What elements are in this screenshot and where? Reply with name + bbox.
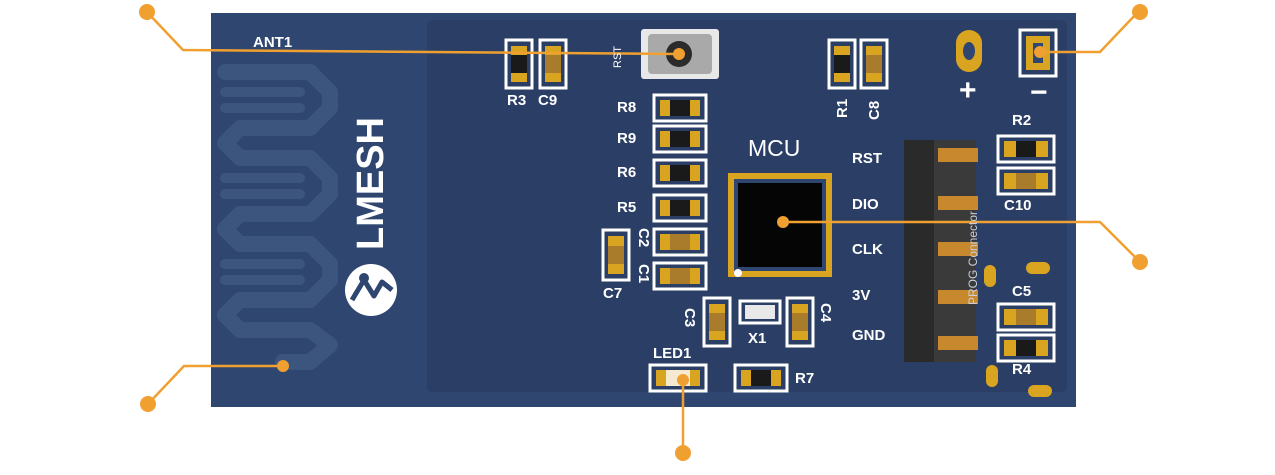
component-r5	[652, 193, 708, 223]
label-r7: R7	[795, 370, 815, 387]
component-c7	[601, 228, 631, 282]
lmesh-logo-icon	[345, 264, 397, 316]
component-c4	[785, 296, 815, 348]
power-pad-plus	[956, 30, 982, 72]
callout-dots	[139, 4, 1148, 461]
prog-connector	[904, 140, 978, 362]
pin-label-gnd: GND	[852, 327, 886, 344]
pin-label-3v: 3V	[852, 287, 871, 304]
label-c10: C10	[1004, 197, 1032, 214]
label-r3: R3	[507, 92, 527, 109]
label-r1: R1	[834, 98, 851, 118]
component-c5	[996, 302, 1056, 332]
component-c8	[859, 38, 889, 90]
pin-label-dio: DIO	[852, 196, 879, 213]
power-minus-label: −	[1030, 76, 1048, 109]
component-r9	[652, 124, 708, 154]
antenna-trace	[217, 64, 338, 370]
reset-label: RST	[612, 46, 624, 68]
mounting-pads	[984, 262, 1052, 397]
component-r4	[996, 333, 1056, 363]
pin-label-rst: RST	[852, 150, 882, 167]
label-c4: C4	[817, 303, 834, 323]
component-r1	[827, 38, 857, 90]
label-x1: X1	[748, 330, 767, 347]
connector-label: PROG Connector	[966, 210, 980, 305]
component-r8	[652, 93, 708, 123]
component-r7	[733, 363, 789, 393]
label-c1: C1	[635, 264, 652, 284]
label-c2: C2	[635, 228, 652, 248]
label-r9: R9	[617, 130, 637, 147]
label-c9: C9	[538, 92, 558, 109]
mcu-chip	[728, 173, 832, 277]
component-r2	[996, 134, 1056, 164]
antenna-label: ANT1	[253, 34, 293, 51]
label-r8: R8	[617, 99, 637, 116]
power-plus-label: +	[959, 74, 977, 107]
label-r4: R4	[1012, 361, 1032, 378]
component-c10	[996, 166, 1056, 196]
label-c7: C7	[603, 285, 623, 302]
component-c3	[702, 296, 732, 348]
component-r3	[504, 38, 534, 90]
label-c5: C5	[1012, 283, 1032, 300]
component-c9	[538, 38, 568, 90]
brand-name: LMESH	[350, 117, 392, 250]
label-c8: C8	[866, 100, 883, 120]
component-r6	[652, 158, 708, 188]
label-r6: R6	[617, 164, 637, 181]
component-c2	[652, 227, 708, 257]
crystal-x1	[738, 299, 782, 325]
label-r2: R2	[1012, 112, 1032, 129]
label-led1: LED1	[653, 345, 692, 362]
label-c3: C3	[681, 308, 698, 328]
component-c1	[652, 261, 708, 291]
pin-label-clk: CLK	[852, 241, 883, 258]
mcu-label: MCU	[748, 135, 801, 161]
label-r5: R5	[617, 199, 637, 216]
callout-lines	[146, 11, 1141, 453]
